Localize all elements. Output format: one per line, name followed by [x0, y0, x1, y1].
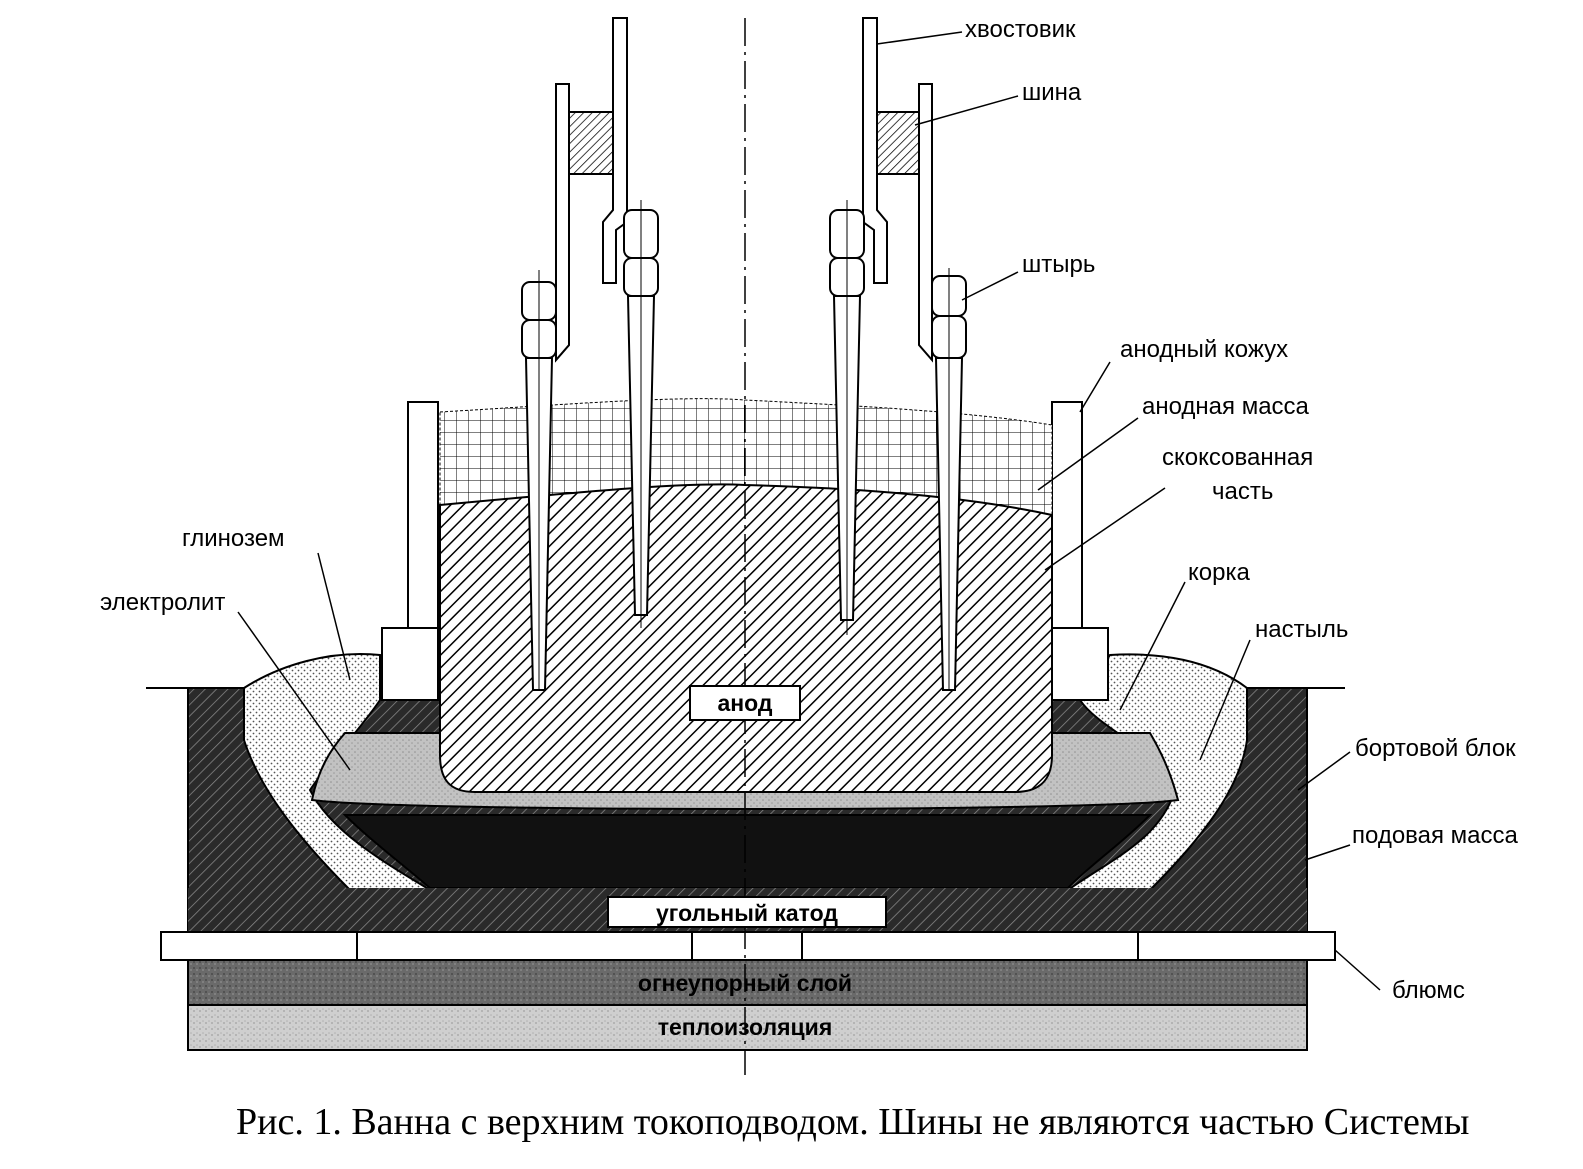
label-side-block: бортовой блок	[1355, 735, 1516, 762]
label-bottom-mass: подовая масса	[1352, 822, 1519, 849]
anode-casing-foot-right	[1051, 627, 1109, 701]
label-coked-part-2: часть	[1212, 478, 1273, 505]
pin-1	[521, 270, 557, 691]
blooms-bar	[160, 931, 1336, 961]
anode-casing-foot-left	[381, 627, 439, 701]
refractory-layer-label: огнеупорный слой	[638, 970, 852, 996]
pin-2	[623, 200, 659, 628]
anode-label-box	[689, 685, 801, 721]
left-stem-assembly	[555, 17, 628, 363]
anode-casing-right	[1051, 401, 1083, 629]
label-coked-part-1: скоксованная	[1162, 444, 1313, 471]
anode-mass	[439, 398, 1053, 521]
anode-label: анод	[717, 690, 772, 716]
figure-caption: Рис. 1. Ванна с верхним токоподводом. Ши…	[236, 1101, 1470, 1143]
label-alumina: глинозем	[182, 525, 285, 552]
label-pin: штырь	[1022, 251, 1095, 278]
label-blooms: блюмс	[1392, 977, 1465, 1004]
metal-pad	[342, 814, 1153, 889]
right-stem-assembly	[862, 17, 933, 363]
label-electrolyte: электролит	[100, 589, 225, 616]
pin-3	[829, 200, 865, 635]
thermal-insulation-label: теплоизоляция	[658, 1014, 833, 1040]
label-ledge: настыль	[1255, 616, 1348, 643]
leader-lines	[237, 31, 1381, 991]
carbon-cathode-label-box	[607, 896, 887, 928]
label-anode-mass: анодная масса	[1142, 393, 1310, 420]
label-bus: шина	[1022, 79, 1082, 106]
label-anode-casing: анодный кожух	[1120, 336, 1288, 363]
anode-casing-left	[407, 401, 439, 629]
pin-4	[931, 268, 967, 691]
carbon-cathode-label: угольный катод	[656, 900, 838, 926]
label-crust: корка	[1188, 559, 1250, 586]
label-tail: хвостовик	[965, 16, 1076, 43]
thermal-insulation-layer	[187, 1004, 1308, 1051]
